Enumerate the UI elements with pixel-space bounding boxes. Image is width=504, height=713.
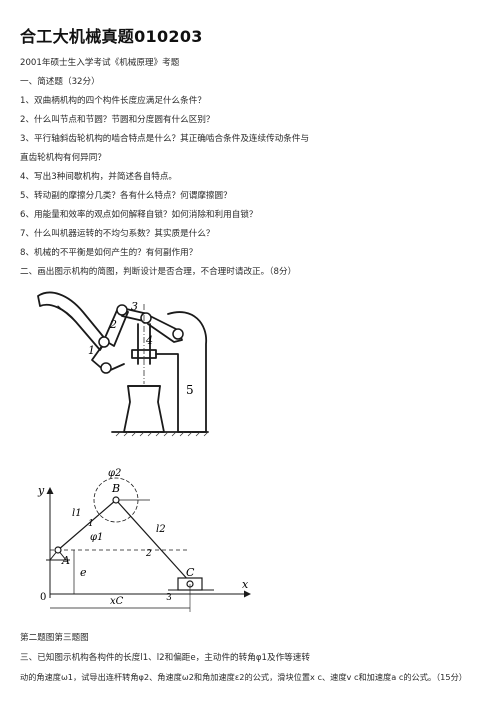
label-e: e <box>80 566 87 579</box>
label-origin: 0 <box>40 592 46 603</box>
label-2: 2 <box>109 318 117 331</box>
label-phi1: φ1 <box>90 532 103 543</box>
label-3: 3 <box>131 300 138 313</box>
figure-caption: 第二题图第三题图 <box>20 633 89 643</box>
question-3-continued: 直齿轮机构有何异同？ <box>20 153 106 163</box>
document-title: 合工大机械真题010203 <box>20 27 203 46</box>
press-mechanism-figure: 1 2 3 4 5 <box>37 291 209 437</box>
question-5: 5、转动副的摩擦分几类？各有什么特点？何谓摩擦圆？ <box>20 191 232 201</box>
label-phi2: φ2 <box>108 468 121 479</box>
label-4: 4 <box>145 334 153 347</box>
question-2: 2、什么叫节点和节圆？节圆和分度圆有什么区别？ <box>20 115 215 125</box>
coupler-bc <box>115 499 191 583</box>
label-c: C <box>186 566 195 579</box>
label-l1: l1 <box>72 508 82 519</box>
crank-ab <box>57 499 117 551</box>
x-label: x <box>242 578 249 591</box>
link-1-arm <box>91 345 125 373</box>
label-5: 5 <box>186 383 194 397</box>
label-1: 1 <box>88 344 95 357</box>
y-label: y <box>37 484 45 497</box>
section-2-heading: 二、画出图示机构的简图，判断设计是否合理，不合理时请改正。（8分） <box>20 267 297 277</box>
label-n2: 2 <box>145 549 152 559</box>
question-6: 6、用能量和效率的观点如何解释自锁？如何消除和利用自锁？ <box>20 210 258 220</box>
label-a: A <box>61 554 70 567</box>
slider-crank-figure: y x A B C 0 φ2 φ1 l1 l2 e xC 1 2 3 <box>37 468 251 612</box>
label-b: B <box>111 482 120 495</box>
question-4: 4、写出3种间歇机构，并简述各自特点。 <box>20 172 178 182</box>
label-n1: 1 <box>88 519 94 529</box>
section-3-line-2: 动的角速度ω1，试导出连杆转角φ2、角速度ω2和角加速度ε2的公式，滑块位置x … <box>20 672 467 682</box>
question-3: 3、平行轴斜齿轮机构的啮合特点是什么？其正确啮合条件及连续传动条件与 <box>20 134 310 144</box>
label-n3: 3 <box>166 593 172 603</box>
label-xc: xC <box>110 596 124 607</box>
link-2 <box>103 307 129 347</box>
question-1: 1、双曲柄机构的四个构件长度应满足什么条件？ <box>20 96 206 106</box>
section-1-heading: 一、简述题（32分） <box>20 77 100 87</box>
section-3-line-1: 三、已知图示机构各构件的长度l1、l2和偏距e，主动件的转角φ1及作等速转 <box>20 653 310 663</box>
label-l2: l2 <box>156 524 166 535</box>
exam-subtitle: 2001年硕士生入学考试《机械原理》考题 <box>20 58 180 68</box>
question-7: 7、什么叫机器运转的不均匀系数？其实质是什么？ <box>20 229 215 239</box>
question-8: 8、机械的不平衡是如何产生的？有何副作用？ <box>20 248 198 258</box>
handle-link-1 <box>37 291 107 351</box>
